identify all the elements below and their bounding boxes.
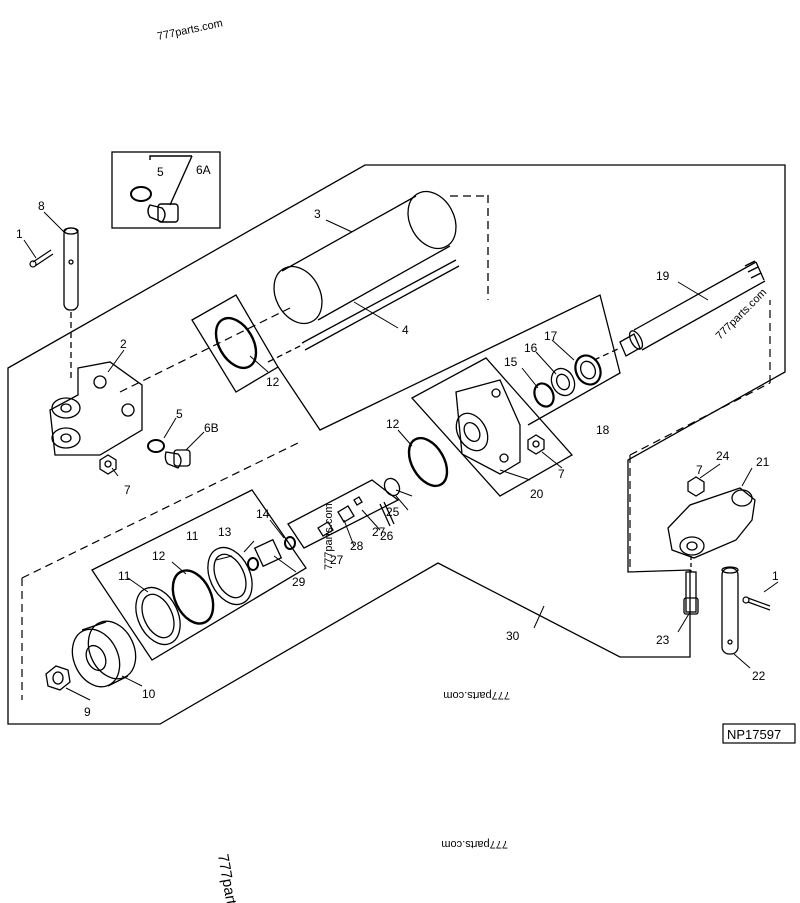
- piston-box: [91, 489, 307, 661]
- valve-parts-25-29: [247, 477, 401, 571]
- inner-outline: [277, 294, 621, 431]
- callout-21: 21: [756, 455, 770, 469]
- callout-8: 8: [38, 199, 45, 213]
- leader-lines: [23, 211, 779, 701]
- callout-30: 30: [506, 629, 520, 643]
- callout-3: 3: [314, 207, 321, 221]
- callout-19: 19: [656, 269, 670, 283]
- bolt-23-drawing: [683, 556, 699, 615]
- callout-9: 9: [84, 705, 91, 719]
- callout-16: 16: [524, 341, 538, 355]
- callout-12b: 12: [386, 417, 400, 431]
- callout-2: 2: [120, 337, 127, 351]
- callout-6a: 6A: [196, 163, 211, 177]
- rod-19-drawing: [593, 260, 766, 361]
- callout-7b: 7: [558, 467, 565, 481]
- callout-10: 10: [142, 687, 156, 701]
- callout-12c: 12: [152, 549, 166, 563]
- dashed-lines: [21, 300, 771, 700]
- callout-23: 23: [656, 633, 670, 647]
- oring-12-top: [214, 316, 258, 370]
- callout-5a: 5: [157, 165, 164, 179]
- callout-20: 20: [530, 487, 544, 501]
- callout-labels: 1 1 2 3 4 5 5 6A 6B 7 7 7 8 9 10 11 11 1…: [16, 163, 779, 719]
- callout-5b: 5: [176, 407, 183, 421]
- watermark-top-left: 777parts.com: [156, 17, 224, 43]
- callout-1b: 1: [772, 569, 779, 583]
- callout-13: 13: [218, 525, 232, 539]
- callout-18: 18: [596, 423, 610, 437]
- piston-rings: [135, 546, 253, 646]
- callout-7a: 7: [124, 483, 131, 497]
- callout-24: 24: [716, 449, 730, 463]
- tube-3-drawing: [273, 190, 489, 325]
- inset-parts: [130, 155, 193, 223]
- head-20-drawing: [410, 357, 574, 497]
- callout-4: 4: [402, 323, 409, 337]
- watermark-center-flipped: 777parts.com: [443, 689, 510, 701]
- reference-box: [722, 723, 796, 744]
- callout-17: 17: [544, 329, 558, 343]
- watermark-center-vertical: 777parts.com: [323, 503, 335, 570]
- cotter-1-left: [29, 249, 54, 268]
- nut-9-drawing: [45, 665, 71, 691]
- callout-7c: 7: [696, 463, 703, 477]
- bolt-6b-drawing: [147, 439, 191, 469]
- callout-27b: 27: [330, 553, 344, 567]
- callout-12a: 12: [266, 375, 280, 389]
- callout-15: 15: [504, 355, 518, 369]
- cotter-1-right: [742, 596, 771, 611]
- pin-22-drawing: [721, 566, 739, 655]
- callout-6b: 6B: [204, 421, 219, 435]
- callout-25: 25: [386, 505, 400, 519]
- tie-rod-4-drawing: [267, 259, 460, 363]
- pin-8-drawing: [63, 227, 79, 380]
- callout-1a: 1: [16, 227, 23, 241]
- callout-11a: 11: [118, 569, 131, 583]
- kit-outline-30: [7, 164, 786, 725]
- callout-26: 26: [380, 529, 394, 543]
- callout-27a: 27: [372, 525, 386, 539]
- clevis-21-drawing: [667, 487, 756, 559]
- seal-group-15-17: [533, 354, 602, 408]
- watermark-bottom-flipped: 777parts.com: [441, 838, 508, 850]
- callout-22: 22: [752, 669, 766, 683]
- clevis-2-drawing: [49, 361, 143, 456]
- watermark-bottom-left: 777parts.com: [214, 853, 247, 903]
- inset-box-6a: [111, 151, 221, 229]
- callout-29: 29: [292, 575, 306, 589]
- nut-7-group: [99, 434, 705, 497]
- oring-12-mid: [407, 436, 449, 488]
- callout-28: 28: [350, 539, 364, 553]
- callout-14: 14: [256, 507, 270, 521]
- reference-code: NP17597: [727, 727, 781, 742]
- callout-11b: 11: [186, 529, 199, 543]
- piston-10-drawing: [71, 620, 137, 688]
